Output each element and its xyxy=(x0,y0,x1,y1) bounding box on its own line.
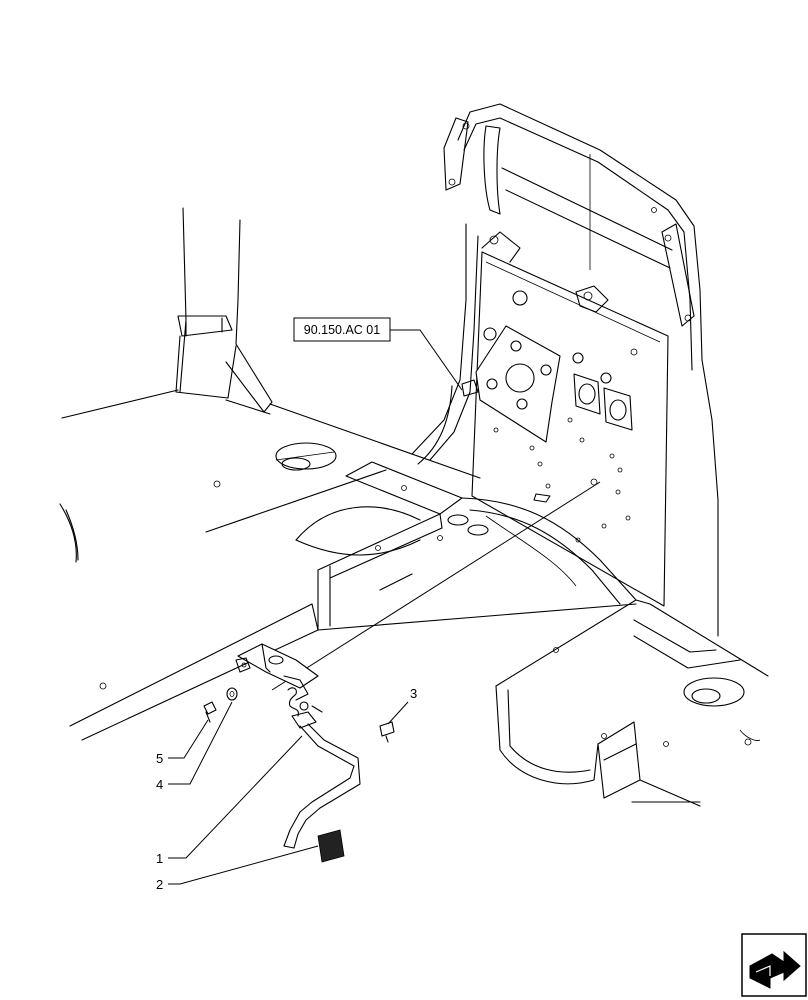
plate-holes xyxy=(493,417,631,543)
callout-5: 5 xyxy=(156,751,163,766)
callout-2: 2 xyxy=(156,877,163,892)
mount-leader-line xyxy=(271,481,601,691)
floor-cross-member xyxy=(317,461,489,631)
callout-1: 1 xyxy=(156,851,163,866)
flange-plate xyxy=(475,325,561,443)
callout-4: 4 xyxy=(156,777,163,792)
washer-part xyxy=(226,687,238,701)
pedal-assembly xyxy=(235,643,361,863)
plug-part xyxy=(379,721,395,743)
reference-box[interactable]: 90.150.AC 01 xyxy=(293,317,391,342)
next-page-arrow-icon[interactable] xyxy=(741,933,807,997)
cab-floor-plate xyxy=(59,403,637,741)
rear-panel xyxy=(411,103,719,637)
left-cab-pillar xyxy=(61,207,273,419)
callout-leaders xyxy=(168,701,409,885)
transmission-tunnel xyxy=(295,497,637,605)
bolt-part xyxy=(203,701,217,723)
reference-label[interactable]: 90.150.AC 01 xyxy=(304,323,380,337)
callout-3: 3 xyxy=(410,686,417,701)
pedal-pad xyxy=(317,829,345,863)
right-frame-member xyxy=(495,599,769,807)
reference-leader xyxy=(390,329,479,397)
